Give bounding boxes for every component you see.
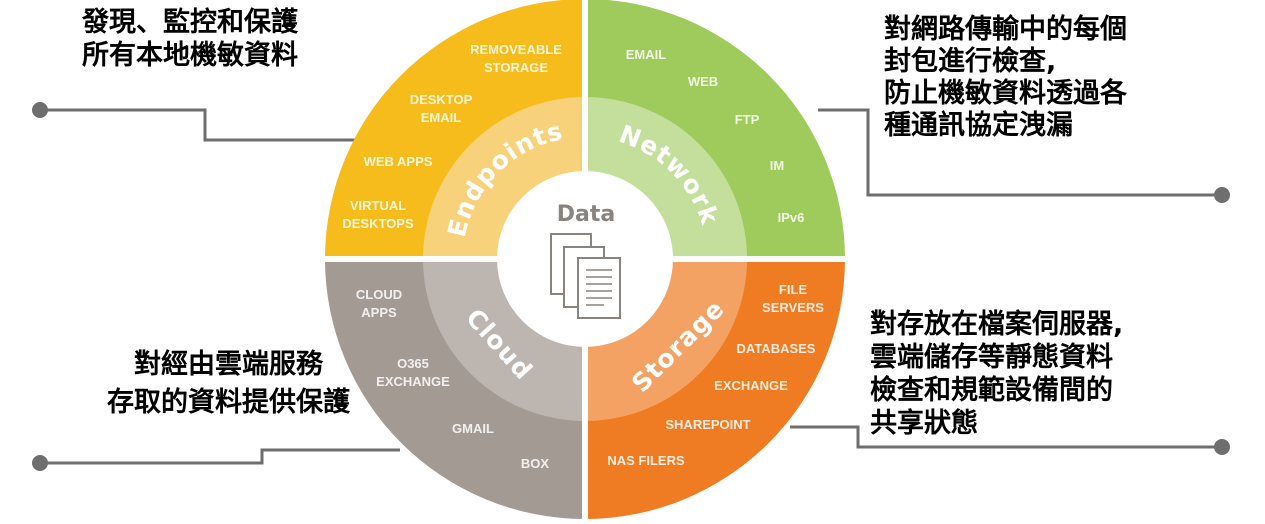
connector-dot <box>1214 439 1230 455</box>
caption-line: 防止機敏資料透過各 <box>884 78 1127 109</box>
item-label: CLOUD <box>356 287 402 302</box>
center-label: Data <box>557 202 615 227</box>
caption-line: 檢查和規範設備間的 <box>870 375 1113 406</box>
item-label: EMAIL <box>626 47 667 62</box>
caption-line: 所有本地機敏資料 <box>82 40 298 71</box>
item-label: DESKTOPS <box>342 216 414 231</box>
caption-top-left: 發現、監控和保護 所有本地機敏資料 <box>82 6 298 72</box>
item-label: EXCHANGE <box>376 374 450 389</box>
caption-top-right: 對網路傳輸中的每個 封包進行檢查, 防止機敏資料透過各 種通訊協定洩漏 <box>884 14 1127 142</box>
item-label: EMAIL <box>421 110 462 125</box>
caption-line: 對網路傳輸中的每個 <box>884 14 1127 45</box>
item-label: FILE <box>779 282 807 297</box>
connector-top-right <box>818 108 1222 197</box>
item-label: SERVERS <box>762 300 824 315</box>
item-label: FTP <box>735 112 760 127</box>
caption-line: 對經由雲端服務 <box>134 349 323 380</box>
connector-top-left <box>40 108 355 142</box>
caption-line: 種通訊協定洩漏 <box>884 110 1073 141</box>
item-label: APPS <box>361 305 397 320</box>
item-label: WEB <box>688 74 718 89</box>
connector-dot <box>32 102 48 118</box>
connectors <box>40 108 1222 465</box>
item-label: SHAREPOINT <box>665 417 750 432</box>
item-label: EXCHANGE <box>714 378 788 393</box>
item-label: DESKTOP <box>410 92 473 107</box>
item-label: O365 <box>397 356 429 371</box>
item-label: IPv6 <box>778 210 805 225</box>
item-label: IM <box>770 158 784 173</box>
documents-icon <box>550 233 621 319</box>
connector-dot <box>32 455 48 471</box>
caption-bottom-right: 對存放在檔案伺服器, 雲端儲存等靜態資料 檢查和規範設備間的 共享狀態 <box>870 308 1123 440</box>
caption-line: 雲端儲存等靜態資料 <box>870 342 1113 373</box>
caption-line: 存取的資料提供保護 <box>107 387 350 418</box>
item-label: GMAIL <box>452 421 494 436</box>
connector-bottom-right <box>790 425 1222 449</box>
caption-line: 封包進行檢查, <box>884 46 1057 77</box>
item-label: NAS FILERS <box>607 453 685 468</box>
connector-bottom-left <box>40 448 400 465</box>
item-label: STORAGE <box>484 60 548 75</box>
connector-dot <box>1214 187 1230 203</box>
caption-line: 對存放在檔案伺服器, <box>870 309 1124 340</box>
caption-bottom-left: 對經由雲端服務 存取的資料提供保護 <box>107 346 350 422</box>
item-label: DATABASES <box>737 341 816 356</box>
item-label: BOX <box>521 456 550 471</box>
item-label: WEB APPS <box>364 154 433 169</box>
caption-line: 發現、監控和保護 <box>82 7 298 38</box>
caption-line: 共享狀態 <box>870 408 978 439</box>
item-label: REMOVEABLE <box>470 42 562 57</box>
item-label: VIRTUAL <box>350 198 406 213</box>
